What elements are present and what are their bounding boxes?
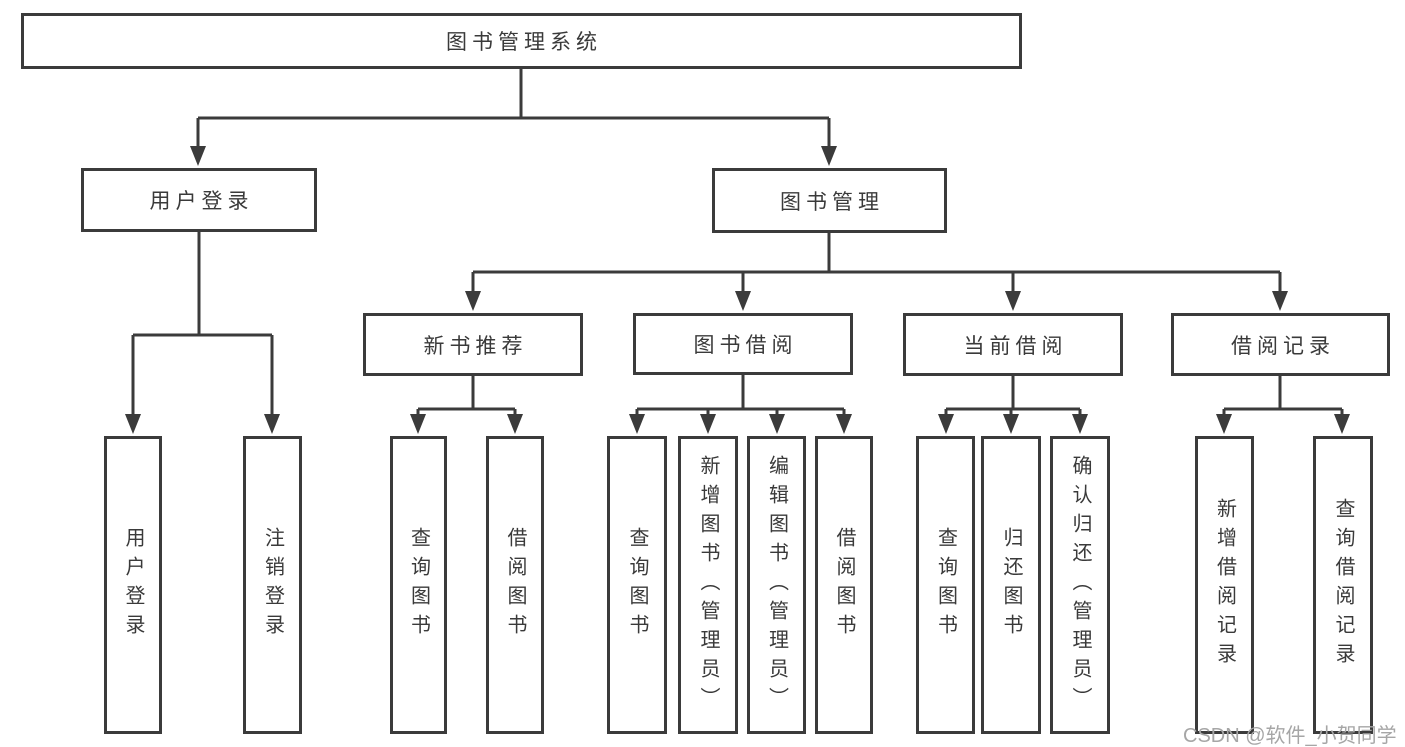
arrowhead-icon xyxy=(1216,414,1232,434)
leaf-user-login: 用户登录 xyxy=(104,436,162,734)
arrowhead-icon xyxy=(836,414,852,434)
arrowhead-icon xyxy=(821,146,837,166)
arrowhead-icon xyxy=(190,146,206,166)
arrowhead-icon xyxy=(938,414,954,434)
leaf-borrow-edit-book-admin: 编辑图书（管理员） xyxy=(747,436,806,734)
watermark: CSDN @软件_小贺同学 xyxy=(1183,725,1397,747)
connector-borrow-records-children xyxy=(1216,376,1350,434)
leaf-borrow-add-book-admin: 新增图书（管理员） xyxy=(678,436,738,734)
connector-user-login-children xyxy=(125,232,280,434)
arrowhead-icon xyxy=(1072,414,1088,434)
connector-current-borrow-children xyxy=(938,376,1088,434)
arrowhead-icon xyxy=(1003,414,1019,434)
leaf-records-add-record: 新增借阅记录 xyxy=(1195,436,1254,734)
connector-root-to-level2 xyxy=(190,69,837,166)
arrowhead-icon xyxy=(507,414,523,434)
leaf-borrow-borrow-book: 借阅图书 xyxy=(815,436,873,734)
leaf-newbooks-query-book: 查询图书 xyxy=(390,436,447,734)
arrowhead-icon xyxy=(125,414,141,434)
leaf-current-return-book: 归还图书 xyxy=(981,436,1041,734)
arrowhead-icon xyxy=(410,414,426,434)
node-borrow-records: 借阅记录 xyxy=(1171,313,1390,376)
connector-book-mgmt-children xyxy=(465,233,1288,311)
arrowhead-icon xyxy=(700,414,716,434)
arrowhead-icon xyxy=(1334,414,1350,434)
leaf-records-query-record: 查询借阅记录 xyxy=(1313,436,1373,734)
node-root-system: 图书管理系统 xyxy=(21,13,1022,69)
node-book-management: 图书管理 xyxy=(712,168,947,233)
arrowhead-icon xyxy=(735,291,751,311)
connector-book-borrow-children xyxy=(629,375,852,434)
leaf-user-logout: 注销登录 xyxy=(243,436,302,734)
node-current-borrow: 当前借阅 xyxy=(903,313,1123,376)
node-new-book-recommend: 新书推荐 xyxy=(363,313,583,376)
connector-new-books-children xyxy=(410,376,523,434)
arrowhead-icon xyxy=(264,414,280,434)
node-book-borrow: 图书借阅 xyxy=(633,313,853,375)
node-user-login: 用户登录 xyxy=(81,168,317,232)
leaf-borrow-query-book: 查询图书 xyxy=(607,436,667,734)
arrowhead-icon xyxy=(629,414,645,434)
arrowhead-icon xyxy=(465,291,481,311)
arrowhead-icon xyxy=(769,414,785,434)
leaf-current-confirm-return-admin: 确认归还（管理员） xyxy=(1050,436,1110,734)
leaf-newbooks-borrow-book: 借阅图书 xyxy=(486,436,544,734)
leaf-current-query-book: 查询图书 xyxy=(916,436,975,734)
arrowhead-icon xyxy=(1005,291,1021,311)
arrowhead-icon xyxy=(1272,291,1288,311)
